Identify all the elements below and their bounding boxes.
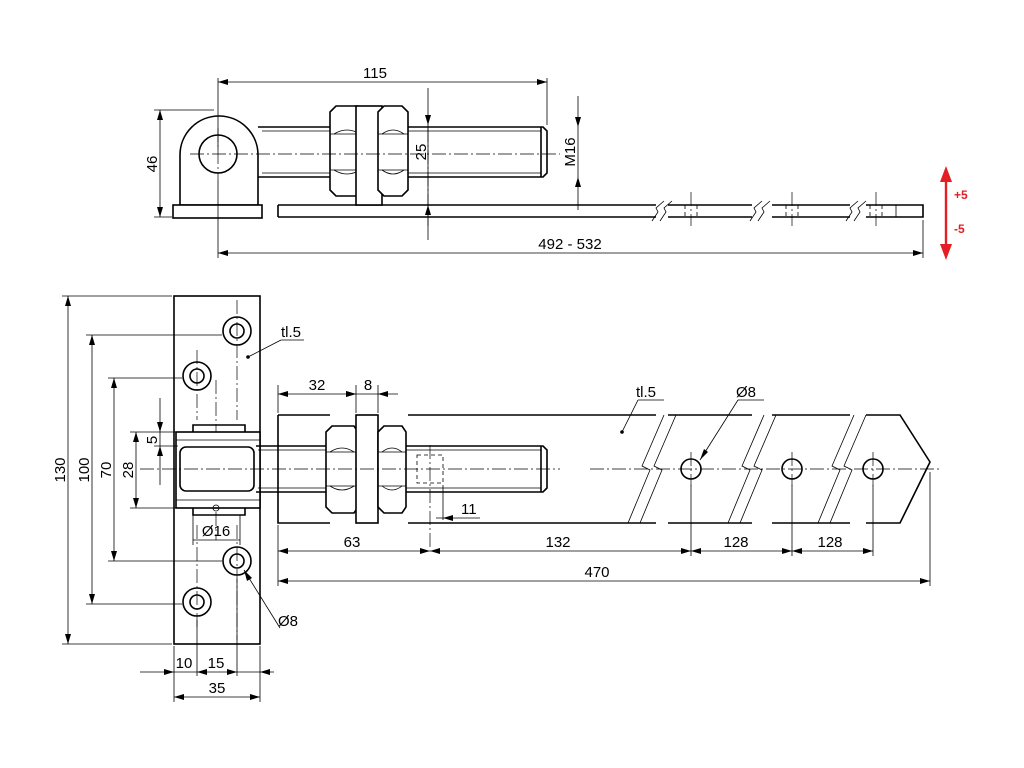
dim-8-label: 8 xyxy=(364,377,372,394)
dim-10-label: 10 xyxy=(176,655,193,672)
label-strap-thickness-text: tl.5 xyxy=(636,384,656,401)
front-strap xyxy=(277,414,940,524)
label-plate-thickness-text: tl.5 xyxy=(281,324,301,341)
dim-plate-hole-label: Ø8 xyxy=(278,613,298,630)
dim-70: 70 xyxy=(98,377,222,562)
dim-46: 46 xyxy=(144,109,214,218)
dim-m16: M16 xyxy=(562,96,581,210)
front-nuts xyxy=(325,414,407,524)
front-view: 130 100 70 28 xyxy=(52,295,940,702)
side-view: 115 46 25 M16 xyxy=(144,65,968,260)
dim-28: 28 xyxy=(120,431,176,509)
dim-25-label: 25 xyxy=(413,144,430,161)
dim-470-label: 470 xyxy=(584,564,609,581)
dim-11-label: 11 xyxy=(461,501,477,518)
dim-130: 130 xyxy=(52,295,172,645)
dim-492-532: 492 - 532 xyxy=(217,180,924,258)
dim-63-label: 63 xyxy=(344,534,361,551)
dim-470: 470 xyxy=(278,472,931,586)
dim-11: 11 xyxy=(436,485,480,521)
adjust-minus-label: -5 xyxy=(954,222,965,236)
dim-100-label: 100 xyxy=(76,457,93,482)
dim-128a-label: 128 xyxy=(723,534,748,551)
label-plate-thickness: tl.5 xyxy=(246,324,304,359)
dim-strap-segments: 63 132 128 128 xyxy=(277,485,874,586)
side-eye-bracket xyxy=(172,115,263,219)
dim-plate-hole: Ø8 xyxy=(243,569,298,630)
dim-35-label: 35 xyxy=(209,680,226,697)
dim-46-label: 46 xyxy=(144,156,161,173)
dim-32-label: 32 xyxy=(309,377,326,394)
dim-10-15-35: 10 15 35 xyxy=(140,579,274,702)
dim-pin-diameter: Ø16 xyxy=(192,515,241,545)
dim-25: 25 xyxy=(413,88,431,240)
dim-strap-hole: Ø8 xyxy=(699,384,764,461)
label-strap-thickness: tl.5 xyxy=(620,384,664,434)
dim-15-label: 15 xyxy=(208,655,225,672)
dim-5: 5 xyxy=(144,398,178,485)
adjust-plus-label: +5 xyxy=(954,188,968,202)
dim-115: 115 xyxy=(217,65,548,150)
adjust-arrow: +5 -5 xyxy=(940,166,968,260)
dim-128b-label: 128 xyxy=(817,534,842,551)
dim-5-label: 5 xyxy=(144,436,161,444)
dim-m16-label: M16 xyxy=(562,137,579,166)
dim-115-label: 115 xyxy=(363,65,387,82)
dim-28-label: 28 xyxy=(120,462,137,479)
dim-pin-diameter-label: Ø16 xyxy=(202,523,230,540)
dim-492-532-label: 492 - 532 xyxy=(538,236,601,253)
dim-100: 100 xyxy=(76,334,222,605)
side-strap xyxy=(277,192,924,226)
dim-strap-hole-label: Ø8 xyxy=(736,384,756,401)
dim-130-label: 130 xyxy=(52,457,69,482)
dim-70-label: 70 xyxy=(98,462,115,479)
front-eye-bracket xyxy=(175,424,261,516)
dim-132-label: 132 xyxy=(545,534,570,551)
dim-32-8: 32 8 xyxy=(277,377,398,413)
side-nuts xyxy=(329,105,409,206)
